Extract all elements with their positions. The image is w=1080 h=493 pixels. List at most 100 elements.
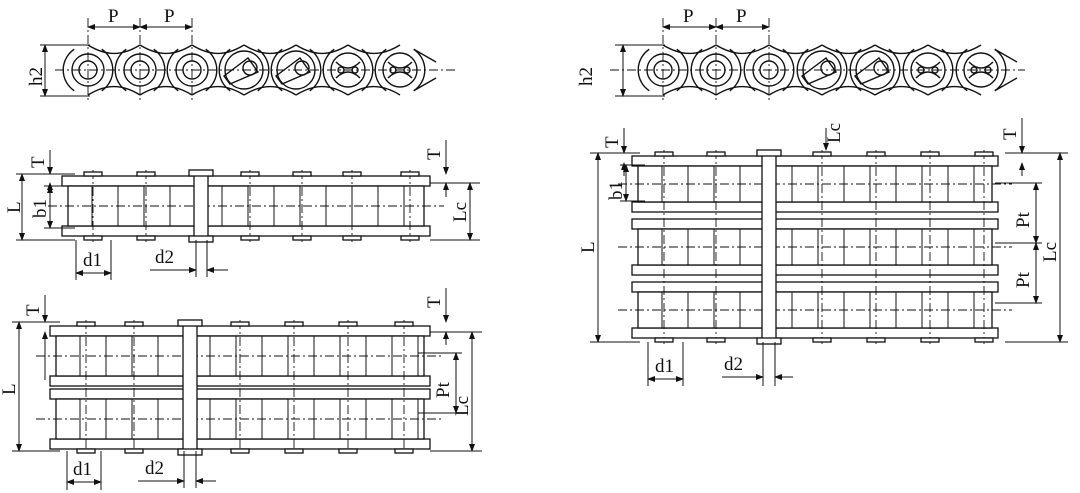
plate-end — [166, 48, 179, 92]
plate-end — [835, 48, 848, 92]
pin-head — [124, 321, 144, 327]
connecting-plate — [756, 337, 782, 345]
pin-head — [230, 448, 250, 454]
pin-diameter-label: d2 — [155, 247, 174, 268]
pitch-label: P — [736, 6, 747, 27]
connecting-pin-length-label: Lc — [450, 202, 471, 222]
spring-clip — [968, 61, 994, 79]
pin-diameter-label: d2 — [145, 458, 164, 479]
transverse-pitch-dimension: Pt Pt — [995, 182, 1042, 304]
plate-height-label: h2 — [576, 67, 597, 86]
link-plate-outline — [87, 44, 141, 96]
plate-thickness-dimension: T T — [23, 288, 449, 380]
cutaway — [854, 57, 891, 85]
link-plate-outline — [874, 44, 929, 96]
pin-head — [920, 151, 940, 157]
pin-head — [76, 448, 96, 454]
pin-head — [342, 171, 362, 177]
link-plate-outline — [715, 44, 770, 96]
cutaway — [801, 57, 838, 85]
transverse-pitch-label: Pt — [433, 381, 454, 398]
pitch-dimension: P P — [662, 6, 770, 30]
plate-height-label: h2 — [26, 67, 47, 86]
pin — [242, 60, 258, 76]
duplex-top-view: T T L Pt Lc d1 — [0, 288, 482, 490]
overall-length-dimension: L — [4, 173, 75, 241]
pitch-label: P — [108, 6, 119, 27]
overall-length-label: L — [4, 201, 25, 213]
pin-head — [124, 448, 144, 454]
connecting-pin-length-label: Lc — [452, 396, 473, 416]
link-plate-outline — [927, 44, 982, 96]
plate-thickness-dimension: T T — [28, 140, 449, 197]
connecting-pin-length-dimension: Lc — [430, 331, 482, 452]
pin-head — [136, 171, 156, 177]
roller-diameter-label: d1 — [83, 250, 102, 271]
cutaway — [275, 57, 312, 85]
inner-width-label: b1 — [30, 199, 51, 218]
end-plate — [413, 48, 437, 92]
link-plate-outline — [768, 44, 823, 96]
pin-head — [400, 235, 420, 241]
side-plate — [631, 201, 999, 213]
pin-diameter-label: d2 — [724, 354, 743, 375]
pitch-label: P — [164, 6, 175, 27]
plate-end — [309, 48, 322, 92]
side-plate — [631, 155, 999, 167]
overall-length-dimension: L — [0, 321, 60, 452]
plate-end — [361, 48, 374, 92]
pin-head — [342, 235, 362, 241]
pin — [873, 60, 889, 76]
side-plate — [61, 225, 431, 237]
link-plate-outline — [191, 44, 245, 96]
plate-thickness-label: T — [23, 304, 44, 316]
pin-head — [83, 235, 103, 241]
pin-head — [866, 151, 886, 157]
pin-head — [240, 171, 260, 177]
pin-head — [292, 235, 312, 241]
connecting-plate — [188, 235, 214, 243]
connecting-plate — [177, 448, 203, 456]
spring-clip — [915, 61, 941, 79]
side-plate — [631, 327, 999, 339]
link-plate-outline — [243, 44, 297, 96]
side-plate — [631, 281, 999, 293]
roller-diameter-label: d1 — [73, 459, 92, 480]
roller-diameter-label: d1 — [655, 356, 674, 377]
spring-clip — [387, 61, 413, 79]
plate-height-dimension: h2 — [576, 44, 665, 97]
transverse-pitch-label: Pt — [1013, 271, 1034, 288]
plate-thickness-label: T — [424, 296, 445, 308]
pin-head — [394, 321, 414, 327]
connecting-pin-length-label: Lc — [824, 123, 845, 143]
plate-end — [676, 48, 689, 92]
pin-head — [866, 337, 886, 343]
side-plate — [631, 264, 999, 276]
pin-head — [812, 151, 832, 157]
pin-length-top-label: Lc — [823, 123, 845, 151]
link-plate-outline — [662, 44, 717, 96]
pin-head — [284, 448, 304, 454]
inner-width-label: b1 — [606, 181, 627, 200]
pin-head — [240, 235, 260, 241]
triplex-top-view: T T Lc L b1 Pt Pt — [578, 118, 1068, 386]
plate-end — [743, 48, 756, 92]
plate-height-dimension: h2 — [26, 44, 90, 97]
pin-head — [400, 171, 420, 177]
pin — [820, 60, 836, 76]
end-plate — [994, 48, 1018, 92]
connecting-pin — [182, 322, 198, 453]
connecting-plate — [756, 149, 782, 157]
link-plate-outline — [347, 44, 401, 96]
pin-head — [83, 171, 103, 177]
pin — [294, 60, 310, 76]
pin-head — [974, 151, 994, 157]
plate-end — [729, 48, 742, 92]
side-plate — [631, 218, 999, 230]
side-view-right: P P h2 — [576, 6, 1025, 100]
plate-thickness-label: T — [424, 148, 445, 160]
plate-thickness-label: T — [1000, 128, 1021, 140]
roller-diameter-dimension: d1 — [66, 451, 102, 490]
plate-end — [374, 48, 387, 92]
side-plate — [61, 175, 431, 187]
